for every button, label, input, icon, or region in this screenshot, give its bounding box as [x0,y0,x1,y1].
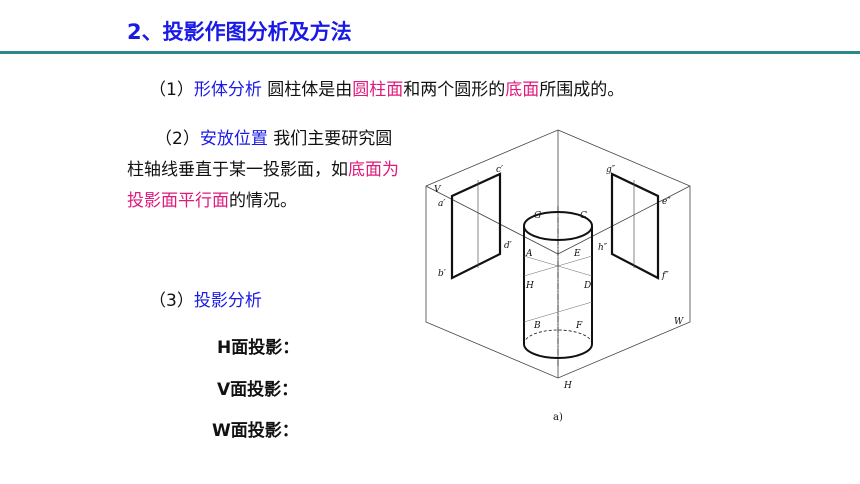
label-point-h: H [525,281,534,291]
cylinder-projection-figure: V W H a′ b′ c′ d′ g″ e″ h″ f″ G C A E H … [425,129,691,391]
label-g-double-prime: g″ [606,165,616,175]
label-point-b: B [533,321,541,331]
shape-analysis-text-3: 所围成的。 [539,80,625,100]
label-h-double-prime: h″ [598,243,608,253]
v-projection-label: V面投影： [217,380,299,400]
label-point-f: F [575,321,583,331]
v-projection-rectangle [450,172,502,280]
section-projection-analysis: （3）投影分析 [149,286,262,311]
label-w-plane: W [674,317,684,327]
placement-text-1: 我们主要研究圆柱轴线垂直于某一投影面，如 [127,129,393,180]
section-placement: （2）安放位置 我们主要研究圆柱轴线垂直于某一投影面，如底面为投影面平行面的情况… [127,124,402,217]
shape-analysis-label: 形体分析 [193,80,262,100]
cylinder [523,206,593,366]
label-a-prime: a′ [438,199,445,209]
title-underline [0,51,860,54]
h-projection-label: H面投影： [217,338,300,358]
figure-caption: a) [553,412,563,423]
placement-label: 安放位置 [199,129,268,149]
label-h-plane: H [563,381,572,391]
placement-text-2: 的情况。 [229,191,297,211]
section-number-2: （2） [155,129,200,149]
label-point-a: A [525,249,533,259]
label-d-prime: d′ [504,241,512,251]
w-projection-label: W面投影： [212,421,299,441]
keyword-parallel-plane: 底面为投影面平行面 [127,160,399,211]
label-f-double-prime: f″ [661,271,669,281]
shape-analysis-text-2: 和两个圆形的 [403,80,506,100]
section-number-1: （1） [149,80,194,100]
slide-title: 2、投影作图分析及方法 [127,20,352,44]
w-projection-rectangle [610,172,660,280]
label-point-c: C [580,211,587,221]
label-point-e: E [573,249,581,259]
keyword-base: 底面 [505,80,540,100]
cylinder-projection-lines [523,255,593,323]
section-number-3: （3） [149,291,194,311]
label-c-prime: c′ [496,165,503,175]
section-shape-analysis: （1）形体分析 圆柱体是由圆柱面和两个圆形的底面所围成的。 [149,75,624,100]
label-b-prime: b′ [438,269,446,279]
label-e-double-prime: e″ [662,197,671,207]
label-point-g: G [534,211,541,221]
figure-labels: V W H a′ b′ c′ d′ g″ e″ h″ f″ G C A E H … [434,165,684,391]
projection-analysis-label: 投影分析 [193,291,262,311]
shape-analysis-text-1: 圆柱体是由 [261,80,353,100]
label-v-plane: V [434,185,442,195]
label-point-d: D [583,281,591,291]
keyword-cylinder-surface: 圆柱面 [352,80,404,100]
